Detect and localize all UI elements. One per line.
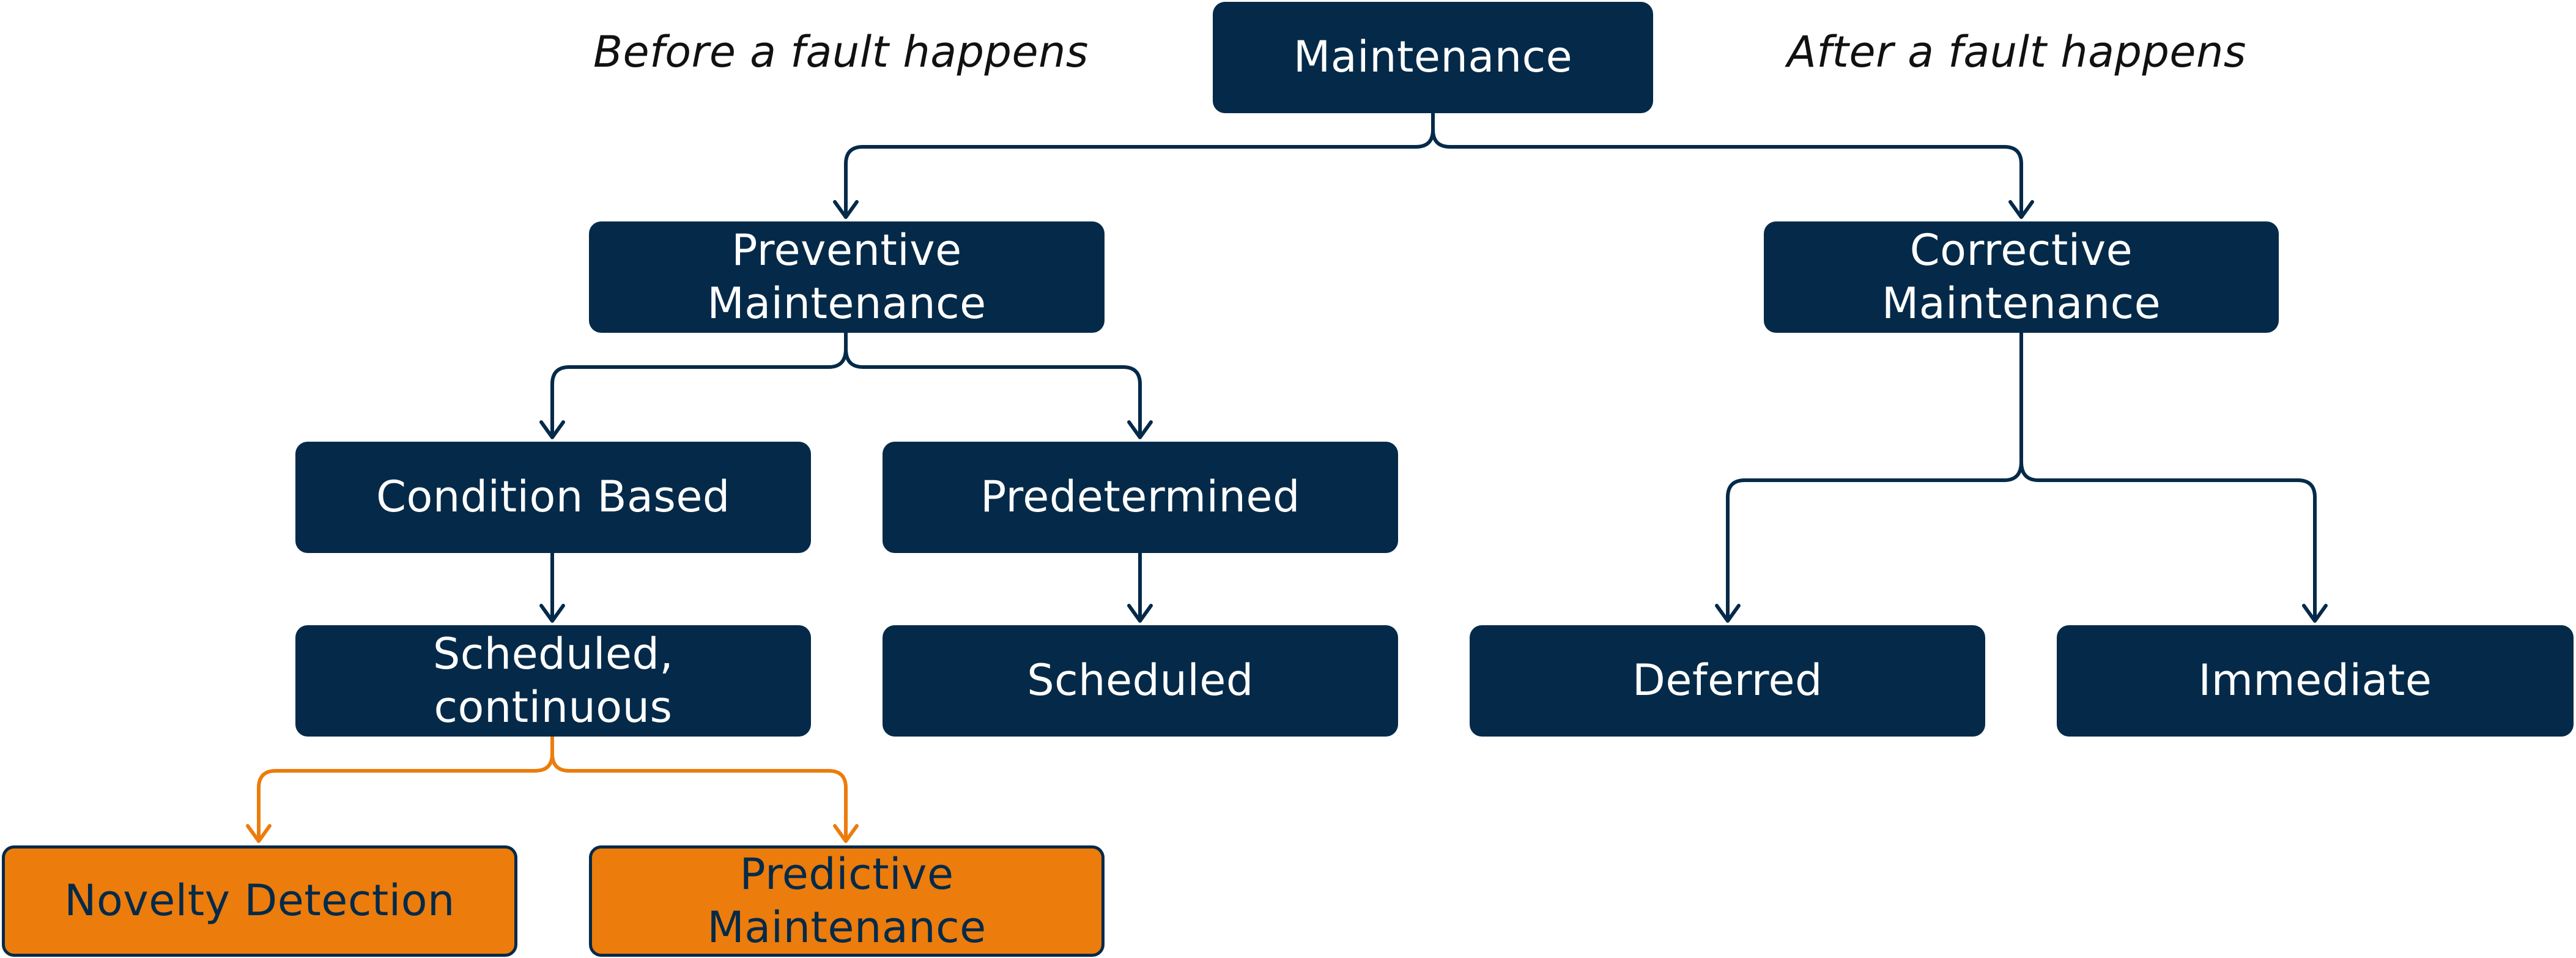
arrowhead-predetermined [1127, 420, 1153, 439]
node-preventive-maintenance-label: Preventive Maintenance [707, 225, 986, 329]
arrowhead-novelty [246, 824, 272, 843]
node-deferred: Deferred [1470, 625, 1985, 737]
connector-maintenance-preventive [844, 111, 1435, 216]
node-scheduled-label: Scheduled [1027, 655, 1254, 706]
node-corrective-maintenance: Corrective Maintenance [1764, 221, 2279, 333]
node-deferred-label: Deferred [1632, 655, 1823, 706]
arrowhead-condition [539, 420, 565, 439]
node-immediate-label: Immediate [2198, 655, 2432, 706]
node-maintenance-label: Maintenance [1293, 32, 1573, 83]
node-predictive-maintenance-label: Predictive Maintenance [707, 848, 986, 953]
connector-corrective-immediate [2019, 331, 2317, 620]
node-condition-based: Condition Based [295, 442, 811, 553]
node-scheduled-continuous-label: Scheduled, continuous [432, 628, 674, 733]
arrowhead-predictive [833, 824, 859, 843]
connector-maintenance-corrective [1431, 111, 2023, 216]
node-predictive-maintenance: Predictive Maintenance [589, 845, 1105, 957]
arrowhead-immediate [2302, 604, 2328, 623]
node-condition-based-label: Condition Based [376, 472, 730, 522]
node-novelty-detection-label: Novelty Detection [64, 875, 455, 926]
phase-label-before: Before a fault happens [593, 27, 1089, 77]
node-novelty-detection: Novelty Detection [2, 845, 517, 957]
phase-label-after: After a fault happens [1787, 27, 2246, 77]
arrowhead-scheduled-continuous [539, 604, 565, 623]
connector-corrective-deferred [1726, 331, 2023, 620]
connector-orange-predictive [550, 735, 848, 840]
node-immediate: Immediate [2057, 625, 2574, 737]
connector-preventive-condition [550, 331, 848, 436]
node-scheduled: Scheduled [883, 625, 1398, 737]
node-preventive-maintenance: Preventive Maintenance [589, 221, 1105, 333]
arrowhead-corrective [2008, 200, 2034, 219]
node-maintenance: Maintenance [1213, 2, 1653, 113]
connector-preventive-predetermined [844, 331, 1142, 436]
arrowhead-scheduled [1127, 604, 1153, 623]
arrowhead-deferred [1715, 604, 1741, 623]
node-predetermined-label: Predetermined [980, 472, 1300, 522]
node-scheduled-continuous: Scheduled, continuous [295, 625, 811, 737]
arrowhead-preventive [833, 200, 859, 219]
node-corrective-maintenance-label: Corrective Maintenance [1881, 225, 2161, 329]
node-predetermined: Predetermined [883, 442, 1398, 553]
connector-orange-novelty [257, 735, 554, 840]
